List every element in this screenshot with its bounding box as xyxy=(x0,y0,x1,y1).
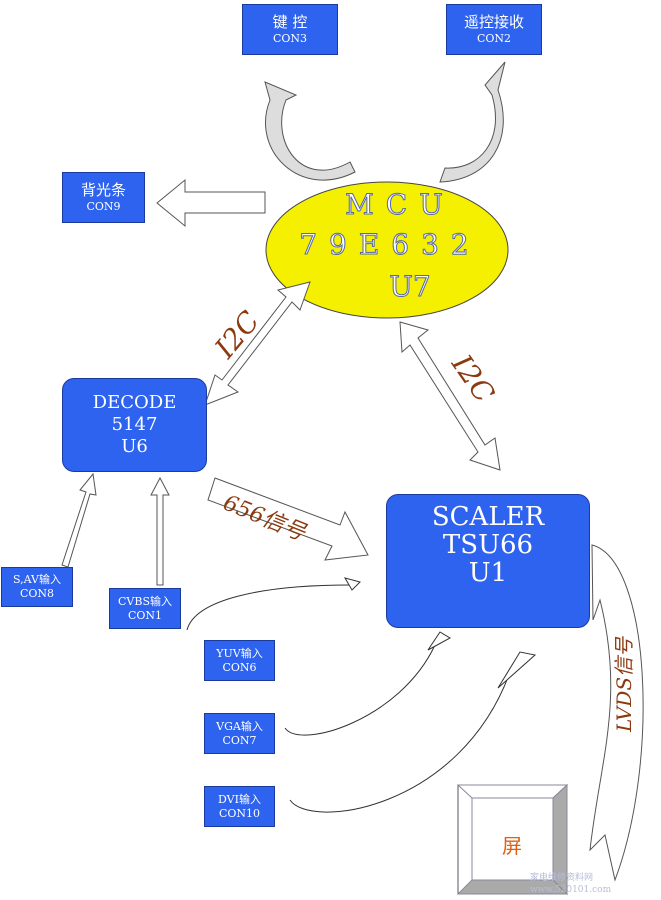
yuv-arrowhead xyxy=(343,577,361,591)
block-title: YUV输入 xyxy=(216,646,263,660)
vga-input-block: VGA输入 CON7 xyxy=(204,713,275,754)
scaler-chip: TSU66 xyxy=(442,530,534,560)
vga-arrowhead xyxy=(427,631,452,651)
block-title: DVI输入 xyxy=(218,792,261,806)
lvds-label: LVDS信号 xyxy=(612,636,637,733)
mcu-ellipse xyxy=(265,181,509,319)
screen-icon xyxy=(456,783,569,896)
scaler-block: SCALER TSU66 U1 xyxy=(386,494,590,628)
vga-curve xyxy=(284,644,436,736)
block-code: CON8 xyxy=(19,587,55,600)
arrow-sav-to-decode xyxy=(61,472,97,568)
mcu-line-3: U7 xyxy=(389,270,431,304)
backlight-block: 背光条 CON9 xyxy=(62,172,145,223)
screen-label: 屏 xyxy=(502,834,522,858)
block-title: S,AV输入 xyxy=(13,573,61,586)
block-code: CON9 xyxy=(86,200,121,213)
dvi-curve xyxy=(289,671,511,813)
block-title: 背光条 xyxy=(80,181,126,199)
block-code: CON2 xyxy=(476,32,512,45)
block-code: CON10 xyxy=(218,806,261,820)
block-code: CON3 xyxy=(272,32,308,45)
decode-ref: U6 xyxy=(121,436,148,457)
i2c-right-arrow xyxy=(399,321,501,471)
dvi-arrowhead xyxy=(497,651,537,689)
cvbs-input-block: CVBS输入 CON1 xyxy=(109,588,181,629)
curved-arrow-con2 xyxy=(439,61,506,183)
watermark: 家电维修资料网 www.520101.com xyxy=(530,873,612,895)
block-code: CON7 xyxy=(222,733,257,747)
key-control-block: 键 控 CON3 xyxy=(242,4,338,55)
curved-arrow-con3 xyxy=(264,81,356,181)
remote-receiver-block: 遥控接收 CON2 xyxy=(446,4,542,55)
scaler-name: SCALER xyxy=(431,502,545,532)
block-title: 遥控接收 xyxy=(463,13,524,31)
decode-chip: 5147 xyxy=(111,414,158,435)
signal-656-arrow xyxy=(207,477,369,561)
arrow-to-backlight xyxy=(156,178,266,228)
yuv-curve xyxy=(186,584,351,631)
block-title: VGA输入 xyxy=(216,719,263,733)
mcu-line-1: MCU xyxy=(345,188,455,222)
block-title: CVBS输入 xyxy=(118,594,172,608)
sav-input-block: S,AV输入 CON8 xyxy=(1,567,73,607)
mcu-line-2: 79E632 xyxy=(299,228,481,262)
block-code: CON1 xyxy=(127,608,163,622)
dvi-input-block: DVI输入 CON10 xyxy=(204,786,275,827)
decode-block: DECODE 5147 U6 xyxy=(62,378,207,472)
lvds-arrow xyxy=(589,544,644,882)
arrow-cvbs-to-decode xyxy=(150,476,170,586)
block-code: CON6 xyxy=(222,660,257,674)
block-title: 键 控 xyxy=(272,13,308,31)
decode-name: DECODE xyxy=(92,392,177,413)
yuv-input-block: YUV输入 CON6 xyxy=(204,640,275,681)
scaler-ref: U1 xyxy=(468,558,508,588)
